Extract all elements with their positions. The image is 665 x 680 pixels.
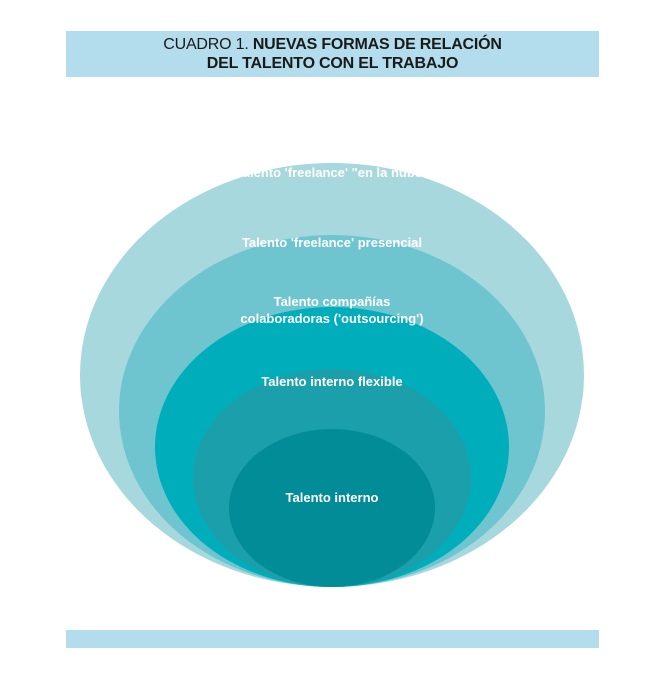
title-prefix: CUADRO 1. (163, 36, 249, 53)
title-main: NUEVAS FORMAS DE RELACIÓN (252, 36, 502, 53)
title-line-1: CUADRO 1. NUEVAS FORMAS DE RELACIÓN (66, 35, 599, 54)
diagram-title: CUADRO 1. NUEVAS FORMAS DE RELACIÓN DEL … (66, 31, 599, 77)
label-internal-flexible: Talento interno flexible (261, 374, 402, 389)
label-outsourcing-line-1: Talento compañías (274, 294, 391, 309)
label-internal: Talento interno (286, 490, 379, 505)
footer-bar (66, 630, 599, 648)
label-freelance-onsite: Talento 'freelance' presencial (242, 235, 422, 250)
ring-internal (229, 429, 435, 587)
label-outsourcing-line-2: colaboradoras ('outsourcing') (240, 311, 423, 326)
label-freelance-cloud: Talento 'freelance' "en la nube" (236, 165, 428, 180)
title-line-2: DEL TALENTO CON EL TRABAJO (206, 55, 459, 72)
